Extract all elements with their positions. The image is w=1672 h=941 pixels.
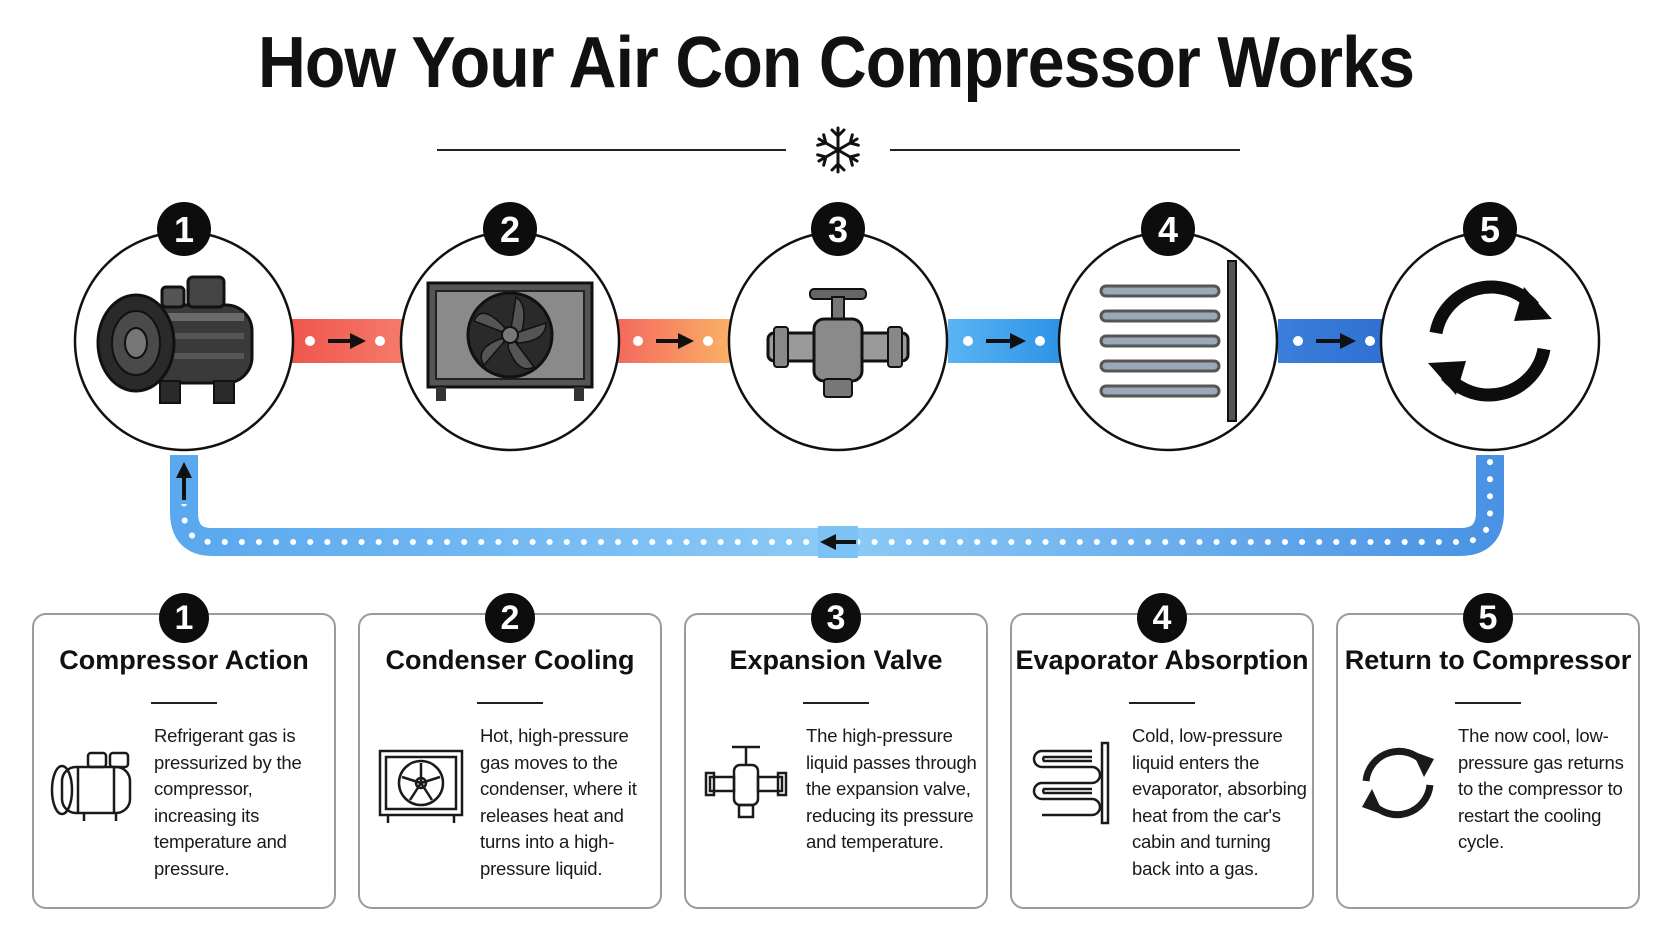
step-card-1: 1 Compressor Action Refrigerant gas is p… (32, 593, 336, 909)
card-number: 4 (1137, 593, 1187, 643)
card-description: The now cool, low-pressure gas returns t… (1458, 725, 1624, 852)
step-card-4: 4 Evaporator Absorption Cold, low-pressu… (1010, 593, 1314, 909)
pipe-4-5 (1278, 319, 1390, 363)
card-title: Expansion Valve (729, 645, 943, 675)
card-description: Refrigerant gas is pressurized by the co… (154, 725, 302, 879)
card-number: 2 (485, 593, 535, 643)
compressor-icon (96, 275, 254, 404)
card-number: 1 (159, 593, 209, 643)
step-badge-5: 5 (1463, 202, 1517, 256)
step-card-2: 2 Condenser Cooling Hot, high-pressure g… (358, 593, 662, 909)
card-description: Hot, high-pressure gas moves to the cond… (480, 725, 637, 879)
pipe-3-4 (948, 319, 1060, 363)
step-badge-4: 4 (1141, 202, 1195, 256)
card-divider (1129, 702, 1195, 704)
card-divider (151, 702, 217, 704)
cycle-arrows-icon (1362, 747, 1434, 819)
pipe-1-2 (290, 319, 402, 363)
snowflake-icon (814, 126, 862, 174)
step-badge-1: 1 (157, 202, 211, 256)
condenser-fan-icon (378, 749, 464, 823)
evaporator-coil-icon (1099, 260, 1237, 422)
card-description: The high-pressure liquid passes through … (806, 725, 977, 852)
step-badge-2: 2 (483, 202, 537, 256)
card-divider (477, 702, 543, 704)
step-badge-3: 3 (811, 202, 865, 256)
cycle-arrows-icon (1428, 280, 1552, 402)
compressor-icon (50, 751, 132, 821)
card-title: Compressor Action (59, 645, 309, 675)
step-badge-5-number: 5 (1480, 209, 1500, 250)
card-title: Condenser Cooling (385, 645, 635, 675)
step-badge-4-number: 4 (1158, 209, 1178, 250)
step-card-3: 3 Expansion Valve The high-pressure liqu… (684, 593, 988, 909)
card-divider (1455, 702, 1521, 704)
step-circle-5 (1379, 230, 1601, 452)
card-number: 3 (811, 593, 861, 643)
step-badge-2-number: 2 (500, 209, 520, 250)
card-title: Evaporator Absorption (1015, 645, 1309, 675)
card-title: Return to Compressor (1344, 645, 1632, 675)
card-description: Cold, low-pressure liquid enters the eva… (1132, 725, 1307, 879)
step-badge-3-number: 3 (828, 209, 848, 250)
return-loop (170, 455, 1504, 558)
card-number: 5 (1463, 593, 1513, 643)
expansion-valve-icon (704, 745, 788, 819)
expansion-valve-icon (766, 288, 910, 398)
pipe-2-3 (618, 319, 730, 363)
step-card-5: 5 Return to Compressor The now cool, low… (1336, 593, 1640, 909)
step-badge-1-number: 1 (174, 209, 194, 250)
evaporator-coil-icon (1032, 741, 1110, 825)
condenser-fan-icon (426, 281, 594, 401)
card-divider (803, 702, 869, 704)
page-title: How Your Air Con Compressor Works (257, 23, 1415, 103)
